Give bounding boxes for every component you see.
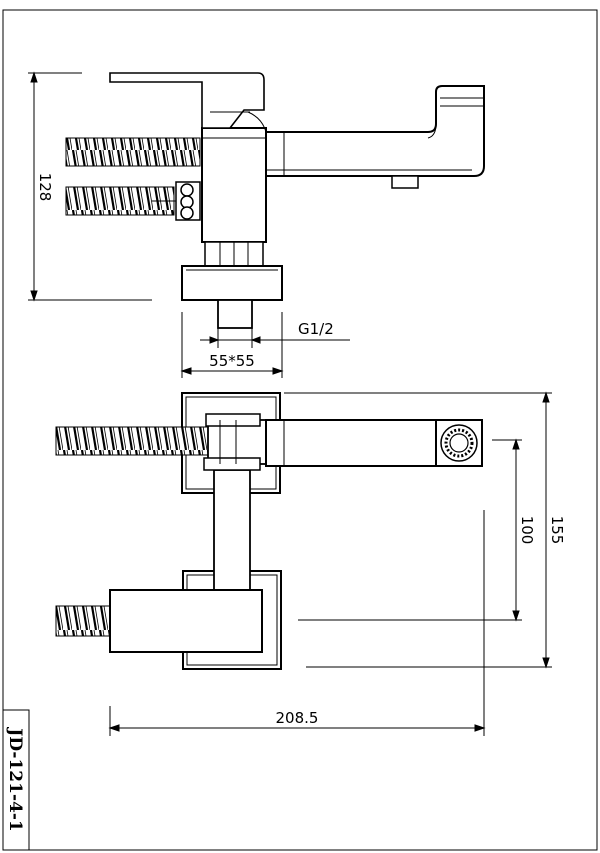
hose-upper xyxy=(65,137,201,167)
front-hose-upper xyxy=(55,426,209,456)
dim-label-thread: G1/2 xyxy=(298,320,334,338)
dim-thread xyxy=(200,328,350,348)
spout xyxy=(265,85,485,177)
dim-flange xyxy=(180,312,284,378)
dim-height-side xyxy=(28,71,152,302)
drawing-frame xyxy=(2,9,598,851)
dim-label-outlet-height: 100 xyxy=(518,516,536,545)
dim-label-total-length: 208.5 xyxy=(276,709,319,727)
dim-label-height-side: 128 xyxy=(36,173,54,202)
flange-plate xyxy=(181,265,283,301)
dim-label-flange: 55*55 xyxy=(209,352,255,370)
dim-front-lines xyxy=(108,391,552,736)
model-code: JD-121-4-1 xyxy=(5,726,25,831)
dim-label-total-height: 155 xyxy=(548,516,566,545)
front-view xyxy=(55,392,483,670)
handle-lever xyxy=(109,72,265,129)
side-view xyxy=(65,72,485,329)
front-hose-lower xyxy=(55,605,113,637)
diverter-body xyxy=(109,589,263,653)
thread-pipe xyxy=(217,299,253,329)
valve-body xyxy=(201,127,267,243)
connecting-pipe xyxy=(213,469,251,591)
